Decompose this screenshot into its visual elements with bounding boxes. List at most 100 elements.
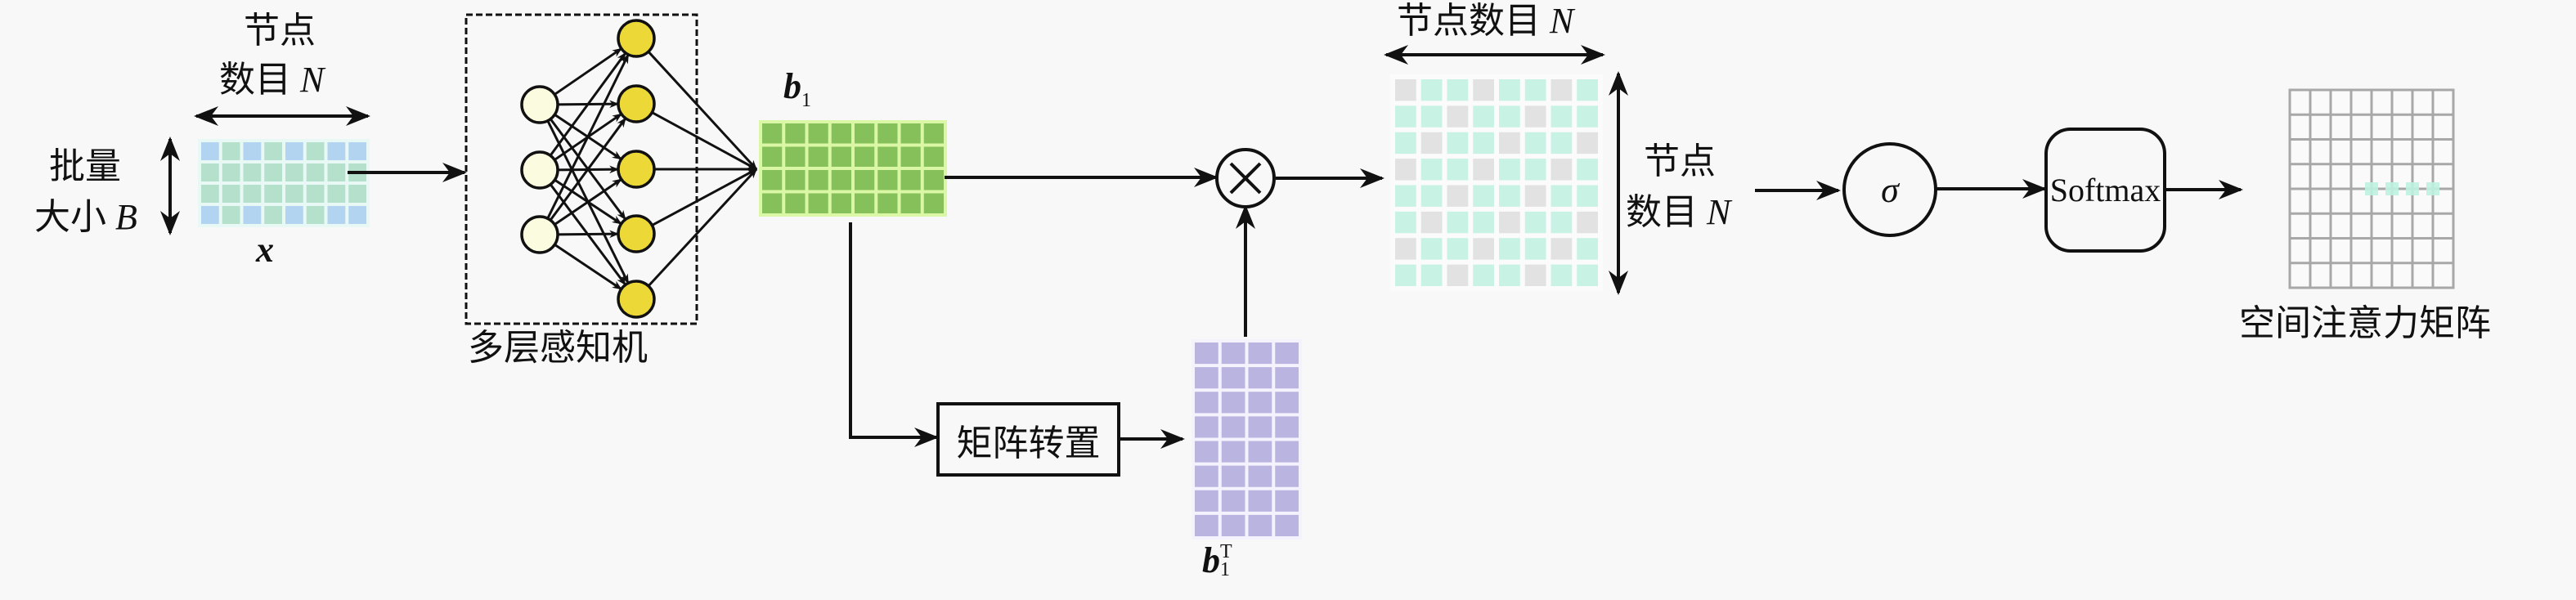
matrix-cell	[201, 163, 219, 181]
product-right-label-var: N	[1707, 192, 1731, 232]
matrix-cell	[1524, 105, 1546, 128]
matrix-cell	[831, 170, 851, 190]
product-top-label-text: 节点数目	[1397, 1, 1541, 41]
matrix-cell	[243, 185, 262, 203]
matrix-cell	[264, 185, 282, 203]
matrix-cell	[1395, 238, 1416, 260]
matrix-cell	[923, 146, 944, 167]
b1-label-subscript: 1	[801, 89, 811, 111]
matrix-cell	[1447, 159, 1469, 181]
matrix-cell	[243, 142, 262, 160]
product-top-label-var: N	[1550, 1, 1574, 41]
matrix-cell	[785, 193, 806, 213]
matrix-cell	[762, 123, 783, 144]
matrix-cell	[1499, 105, 1520, 128]
sigma-label: σ	[1881, 169, 1899, 210]
input-matrix-x	[198, 139, 370, 227]
matrix-cell	[201, 142, 219, 160]
mlp-input-node	[520, 215, 559, 254]
attention-label: 空间注意力矩阵	[2239, 303, 2491, 343]
matrix-cell	[1275, 490, 1299, 512]
mlp-edge	[552, 178, 622, 227]
product-right-label-line1: 节点	[1644, 141, 1716, 181]
sigma-node	[1842, 142, 1937, 237]
softmax-box	[2044, 128, 2166, 253]
b1t-label-name: b	[1202, 540, 1220, 580]
matrix-cell	[243, 163, 262, 181]
mlp-hidden-node	[617, 214, 656, 253]
matrix-cell	[1499, 211, 1520, 234]
matrix-cell	[327, 163, 346, 181]
matrix-cell	[1473, 238, 1494, 260]
input-name-x: x	[256, 230, 274, 270]
matrix-cell	[900, 146, 921, 167]
matrix-cell	[1395, 159, 1416, 181]
matrix-cell	[222, 206, 240, 224]
b1t-label-superscript: T	[1220, 541, 1232, 562]
matrix-cell	[1524, 238, 1546, 260]
mlp-input-node	[520, 85, 559, 124]
matrix-cell	[1275, 392, 1299, 414]
b1-label-name: b	[783, 66, 801, 106]
product-top-label: 节点数目 N	[1397, 0, 1573, 43]
mlp-output-edge	[647, 168, 758, 287]
matrix-cell	[1275, 416, 1299, 438]
transpose-box	[936, 402, 1120, 477]
matrix-cell	[1221, 490, 1245, 512]
matrix-cell	[1248, 490, 1272, 512]
matrix-cell	[1221, 465, 1245, 487]
matrix-cell	[1473, 185, 1494, 207]
matrix-cell	[831, 123, 851, 144]
matrix-cell	[785, 146, 806, 167]
input-top-label-var: N	[300, 60, 325, 100]
matrix-cell	[1221, 367, 1245, 389]
mlp-edge	[548, 51, 627, 158]
attention-highlight	[2365, 182, 2378, 195]
matrix-cell	[785, 170, 806, 190]
matrix-cell	[1221, 441, 1245, 463]
matrix-cell	[1195, 392, 1218, 414]
matrix-cell	[1499, 264, 1520, 286]
matrix-cell	[1221, 416, 1245, 438]
matrix-cell	[222, 142, 240, 160]
matrix-cell	[1551, 238, 1573, 260]
matrix-cell	[923, 170, 944, 190]
matrix-cell	[808, 170, 828, 190]
matrix-cell	[1577, 79, 1598, 101]
input-left-label-line1: 批量	[49, 146, 121, 186]
matrix-cell	[1195, 490, 1218, 512]
matrix-cell	[1395, 79, 1416, 101]
matrix-cell	[1395, 264, 1416, 286]
matrix-cell	[900, 193, 921, 213]
matrix-cell	[1275, 465, 1299, 487]
matrix-cell	[327, 142, 346, 160]
matrix-cell	[306, 185, 325, 203]
multiply-operator	[1215, 148, 1276, 208]
matrix-cell	[1577, 264, 1598, 286]
matrix-cell	[1473, 211, 1494, 234]
matrix-cell	[1221, 343, 1245, 365]
matrix-cell	[1275, 441, 1299, 463]
matrix-cell	[1420, 264, 1443, 286]
matrix-cell	[285, 163, 303, 181]
matrix-cell	[1524, 79, 1546, 101]
mlp-edge	[552, 242, 622, 291]
matrix-cell	[1577, 132, 1598, 154]
matrix-cell	[1473, 159, 1494, 181]
matrix-cell	[762, 146, 783, 167]
matrix-cell	[348, 185, 366, 203]
matrix-cell	[1395, 132, 1416, 154]
matrix-cell	[1551, 132, 1573, 154]
matrix-cell	[1499, 79, 1520, 101]
mlp-edge	[552, 47, 622, 96]
matrix-cell	[1473, 79, 1494, 101]
input-left-label-var: B	[115, 197, 137, 237]
matrix-cell	[1577, 211, 1598, 234]
matrix-cell	[306, 163, 325, 181]
matrix-cell	[1248, 392, 1272, 414]
matrix-cell	[1248, 416, 1272, 438]
matrix-cell	[1420, 159, 1443, 181]
attention-highlight	[2385, 182, 2399, 195]
matrix-cell	[855, 193, 875, 213]
